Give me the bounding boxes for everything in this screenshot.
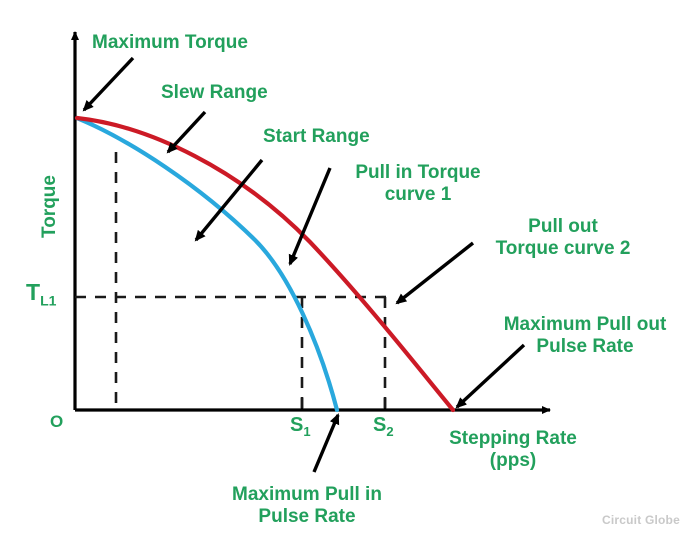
dashed-guides — [75, 152, 392, 410]
y-tick-label-load-torque-subscript: L1 — [40, 292, 57, 309]
curve-pull-in-torque — [74, 115, 340, 413]
x-axis-title-line1: Stepping Rate — [449, 428, 577, 449]
annotation-pull-out-torque-line1: Pull out — [528, 216, 598, 237]
x-tick-label-s1: S1 — [290, 414, 311, 439]
arrow-pull-in-torque — [288, 167, 332, 266]
arrow-maximum-pull-in-pulse-rate — [312, 413, 340, 473]
arrow-pull-out-torque — [395, 241, 475, 305]
arrow-start-range — [194, 158, 264, 242]
x-tick-label-s1-subscript: 1 — [303, 424, 311, 439]
annotation-pull-out-torque: Pull out Torque curve 2 — [473, 216, 653, 260]
annotation-pull-in-torque: Pull in Torque curve 1 — [338, 162, 498, 206]
watermark-circuit-globe: Circuit Globe — [602, 513, 680, 527]
annotation-maximum-pull-out-line1: Maximum Pull out — [503, 314, 667, 335]
annotation-pull-in-torque-line2: curve 1 — [384, 183, 452, 205]
annotation-pull-in-torque-line1: Pull in Torque — [355, 162, 481, 183]
curve-pull-out-torque — [74, 115, 456, 413]
x-axis-title-line2: (pps) — [489, 450, 537, 471]
y-tick-label-load-torque: TL1 — [26, 279, 56, 309]
x-tick-label-s2-symbol: S — [373, 414, 387, 436]
origin-label: O — [50, 412, 64, 431]
annotation-pull-out-torque-line2: Torque curve 2 — [495, 237, 631, 259]
annotation-maximum-pull-in-line2: Pulse Rate — [258, 505, 356, 527]
x-tick-label-s2: S2 — [373, 414, 394, 439]
y-axis-title: Torque — [39, 175, 60, 238]
y-tick-label-load-torque-symbol: T — [26, 279, 41, 305]
annotation-maximum-pull-in-line1: Maximum Pull in — [232, 484, 382, 505]
annotation-maximum-pull-out-pulse-rate: Maximum Pull out Pulse Rate — [485, 314, 685, 358]
annotation-maximum-pull-out-line2: Pulse Rate — [536, 335, 634, 357]
annotation-maximum-pull-in-pulse-rate: Maximum Pull in Pulse Rate — [197, 484, 417, 528]
arrow-maximum-pull-out-pulse-rate — [455, 343, 526, 409]
arrow-slew-range — [166, 110, 207, 154]
x-tick-label-s2-subscript: 2 — [386, 424, 394, 439]
annotation-maximum-torque: Maximum Torque — [92, 32, 248, 53]
x-axis-title: Stepping Rate (pps) — [428, 428, 598, 472]
annotation-slew-range: Slew Range — [161, 82, 268, 103]
annotation-arrows — [82, 56, 526, 473]
x-tick-label-s1-symbol: S — [290, 414, 304, 436]
arrow-maximum-torque — [82, 56, 135, 112]
annotation-start-range: Start Range — [263, 126, 370, 147]
x-axis-ticks — [300, 398, 387, 410]
axes-group — [71, 31, 551, 414]
